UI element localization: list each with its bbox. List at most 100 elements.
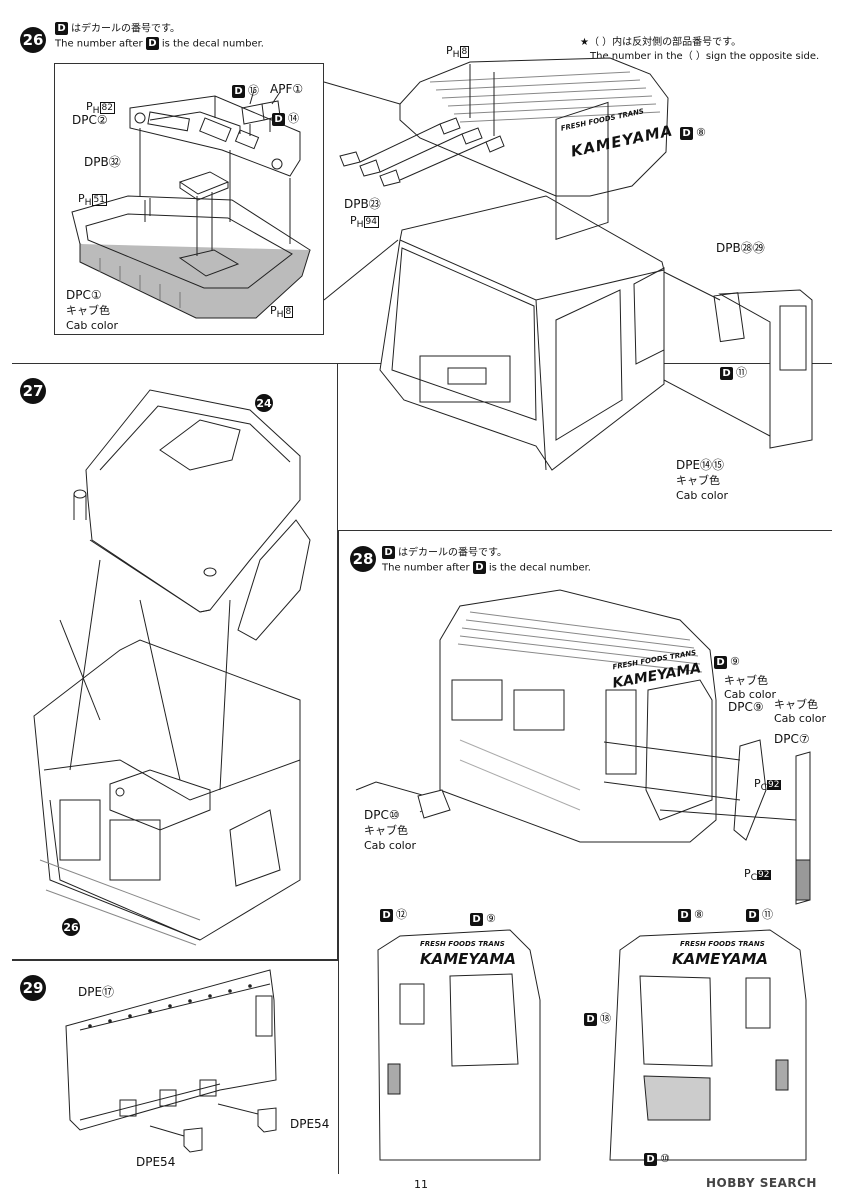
cab-color-b: キャブ色 Cab color — [774, 698, 826, 726]
step-27-number: 27 — [20, 378, 46, 404]
dpc2-label: DPC② — [72, 113, 108, 127]
ph94-text: 94 — [363, 216, 379, 228]
step26-note-jp: はデカールの番号です。 — [71, 23, 180, 35]
pc92-a-label: PC92 — [754, 777, 781, 794]
decal-d-icon: D — [720, 366, 733, 380]
dpc1-text: DPC① — [66, 288, 102, 302]
d9-text: ⑨ — [730, 655, 740, 668]
step28-panel — [338, 530, 832, 1174]
cab-color-jp: キャブ色 — [774, 698, 818, 711]
d10-text: ⑩ — [660, 1152, 670, 1165]
cab-color-jp: キャブ色 — [66, 304, 110, 317]
dpb2829-label: DPB㉘㉙ — [716, 241, 765, 255]
step26-inset-box — [54, 63, 324, 335]
dpe54-b-label: DPE54 — [136, 1155, 176, 1169]
dpe1415-text: DPE⑭⑮ — [676, 458, 725, 472]
step26-note-en: The number after — [55, 38, 143, 49]
right-cab-fresh-text: FRESH FOODS TRANS — [680, 940, 765, 948]
left-cab-kameyama-text: KAMEYAMA — [420, 950, 516, 968]
step29-panel — [12, 960, 338, 1174]
hobby-search-watermark: HOBBY SEARCH — [706, 1176, 817, 1190]
dpc9-label: DPC⑨ — [728, 700, 764, 714]
ph51-text: 51 — [91, 194, 107, 206]
step-28-number: 28 — [350, 546, 376, 572]
dpe1415-label: DPE⑭⑮ キャブ色 Cab color — [676, 458, 728, 503]
cab-color-jp: キャブ色 — [364, 824, 408, 837]
d8b-text: ⑧ — [694, 908, 704, 921]
cab-color-en: Cab color — [774, 712, 826, 725]
step28-note-en: The number after — [382, 562, 470, 573]
star-note-en: The number in the（ ）sign the opposite si… — [590, 51, 820, 62]
decal-d-icon: D — [470, 912, 483, 926]
ph8a-text: 8 — [283, 306, 294, 318]
decal-d-icon: D — [145, 36, 159, 50]
decal-d-icon: D — [680, 126, 693, 140]
step-29-number: 29 — [20, 975, 46, 1001]
ph82-text: 82 — [99, 102, 115, 114]
cab-color-en: Cab color — [724, 688, 776, 701]
d12-text: ⑫ — [396, 908, 407, 921]
cab-color-en: Cab color — [676, 489, 728, 502]
d14-text: ⑭ — [288, 112, 299, 125]
star-note-jp: ★（ ）内は反対側の部品番号です。 — [580, 37, 742, 48]
cab-color-en: Cab color — [66, 319, 118, 332]
opposite-side-note: ★（ ）内は反対側の部品番号です。 The number in the（ ）si… — [580, 36, 819, 64]
dpc10-text: DPC⑩ — [364, 808, 400, 822]
decal-d-icon: D — [714, 655, 727, 669]
decal-d-icon: D — [644, 1152, 657, 1166]
cab-color-en: Cab color — [364, 839, 416, 852]
d9b-text: ⑨ — [486, 912, 496, 925]
decal-d-icon: D — [382, 546, 395, 559]
page-number: 11 — [414, 1178, 428, 1191]
cab-color-jp: キャブ色 — [676, 474, 720, 487]
d18-text: ⑱ — [600, 1012, 611, 1025]
step27-panel — [12, 364, 338, 960]
dpb23-label: DPB㉓ — [344, 197, 381, 211]
decal-d-icon: D — [232, 84, 245, 98]
marker-24: 24 — [255, 394, 273, 412]
pc92a-text: 92 — [767, 780, 781, 790]
step28-note-en-tail: is the decal number. — [488, 562, 591, 573]
right-cab-kameyama-text: KAMEYAMA — [672, 950, 768, 968]
decal-d-icon: D — [380, 908, 393, 922]
pc92b-text: 92 — [757, 870, 771, 880]
decal-d-icon: D — [472, 560, 486, 574]
d11-text: ⑪ — [736, 366, 747, 379]
d11b-text: ⑪ — [762, 908, 773, 921]
pc92-b-label: PC92 — [744, 867, 771, 884]
dpc10-label: DPC⑩ キャブ色 Cab color — [364, 808, 416, 853]
decal-d-icon: D — [272, 112, 285, 126]
dpc7-label: DPC⑦ — [774, 732, 810, 746]
decal-d-icon: D — [678, 908, 691, 922]
decal-d-icon: D — [746, 908, 759, 922]
dpc1-label: DPC① キャブ色 Cab color — [66, 288, 118, 333]
decal-d-icon: D — [55, 22, 68, 35]
marker-26: 26 — [62, 918, 80, 936]
dpe17-label: DPE⑰ — [78, 985, 115, 999]
dpe54-a-label: DPE54 — [290, 1117, 330, 1131]
ph8b-text: 8 — [459, 46, 470, 58]
step26-note-en-tail: is the decal number. — [161, 38, 264, 49]
dpb32-label: DPB㉜ — [84, 155, 121, 169]
d15-text: ⑮ — [248, 84, 259, 97]
d8-text: ⑧ — [696, 126, 706, 139]
cab-color-a: キャブ色 Cab color — [724, 674, 776, 702]
